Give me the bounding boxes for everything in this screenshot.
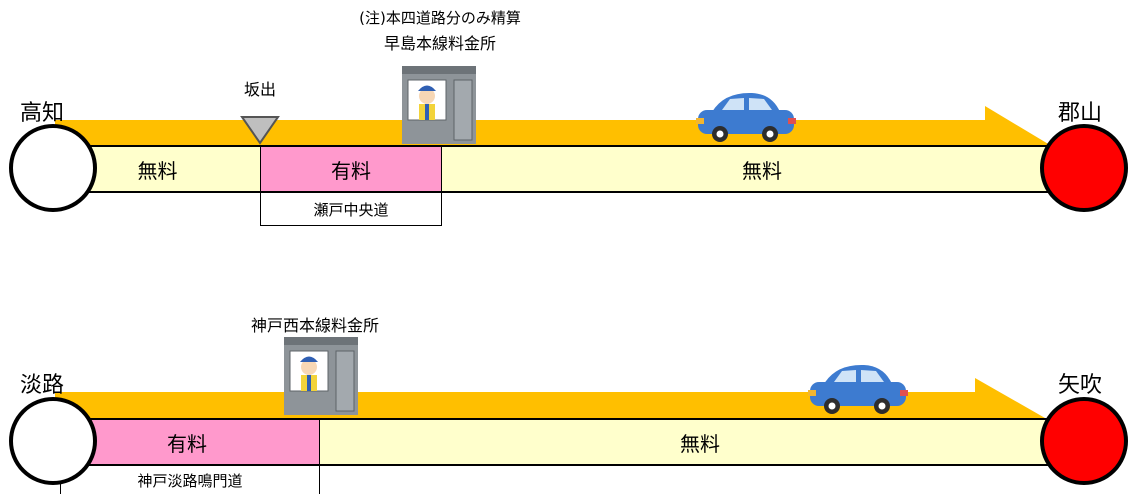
route-1-paid-label: 有料 [331, 158, 371, 183]
route-1-end-circle [1040, 124, 1128, 212]
route-1-direction-arrow [55, 106, 1050, 145]
route-2-end-label: 矢吹 [1058, 373, 1103, 398]
route-1-car-icon [696, 92, 796, 142]
route-1-booth-note: (注)本四道路分のみ精算 [359, 9, 521, 27]
route-1-free-segment-2: 無料 [442, 145, 1082, 193]
route-2-start-circle [9, 397, 97, 485]
route-1-start-label: 高知 [20, 101, 65, 126]
route-1-end-label: 郡山 [1058, 101, 1103, 126]
route-1-paid-road-name: 瀬戸中央道 [260, 193, 442, 226]
route-1-free-label-1: 無料 [137, 158, 178, 183]
route-1-free-label-2: 無料 [742, 158, 782, 183]
route-2-car-icon [808, 364, 908, 414]
route-2-paid-road-label: 神戸淡路鳴門道 [137, 471, 243, 490]
route-2-paid-segment: 有料 [55, 418, 320, 466]
route-2-start-label: 淡路 [20, 373, 65, 398]
route-1-interchange-marker [240, 116, 280, 145]
route-2-toll-booth-icon [284, 337, 358, 415]
route-1-interchange-label: 坂出 [243, 80, 276, 99]
route-1-paid-road-label: 瀬戸中央道 [313, 200, 389, 219]
route-2-free-segment: 無料 [320, 418, 1080, 466]
route-2-paid-road-name: 神戸淡路鳴門道 [60, 466, 320, 494]
route-1-paid-segment: 有料 [260, 145, 442, 193]
route-2-free-label: 無料 [680, 431, 720, 456]
route-2-end-circle [1040, 397, 1128, 485]
route-1-toll-booth-icon [402, 66, 476, 144]
route-1-start-circle [9, 124, 97, 212]
route-2-booth-name: 神戸西本線料金所 [250, 316, 379, 335]
route-2-paid-label: 有料 [167, 431, 207, 456]
route-1-booth-name: 早島本線料金所 [383, 34, 496, 53]
